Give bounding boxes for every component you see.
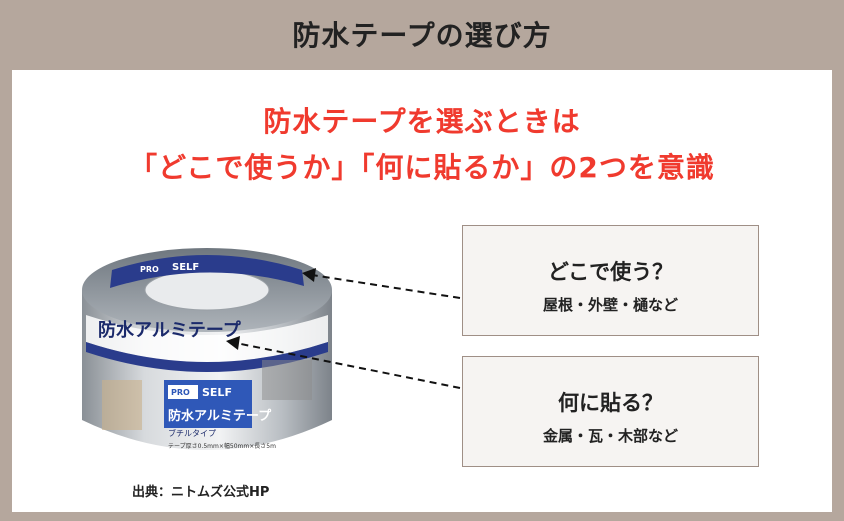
product-name-upper: 防水アルミテープ	[98, 319, 242, 341]
page-title: 防水テープの選び方	[292, 19, 552, 52]
box-sub-where: 屋根・外壁・樋など	[542, 296, 678, 314]
header-bar: 防水テープの選び方	[0, 0, 844, 68]
product-name-lower: 防水アルミテープ	[168, 408, 272, 424]
brand-logo: Nitto	[252, 235, 277, 245]
box-title-what: 何に貼る？	[558, 391, 663, 415]
tape-product-image: Nitto PRO SELF 防水アルミテープ PRO SELF 防水アルミテー…	[82, 235, 332, 450]
svg-text:PRO: PRO	[140, 265, 159, 274]
source-credit: 出典：ニトムズ公式HP	[132, 485, 270, 500]
content-panel: 防水テープを選ぶときは 「どこで使うか」「何に貼るか」の2つを意識	[12, 70, 832, 512]
svg-text:PRO: PRO	[171, 388, 190, 397]
box-sub-what: 金属・瓦・木部など	[542, 427, 678, 445]
svg-text:テープ厚さ0.5mm×幅50mm×長さ5m: テープ厚さ0.5mm×幅50mm×長さ5m	[168, 442, 276, 450]
svg-text:ブチルタイプ: ブチルタイプ	[168, 428, 216, 438]
question-box-where: どこで使う？ 屋根・外壁・樋など	[462, 225, 759, 336]
box-title-where: どこで使う？	[547, 260, 674, 284]
question-box-what: 何に貼る？ 金属・瓦・木部など	[462, 356, 759, 467]
svg-text:SELF: SELF	[202, 386, 232, 399]
svg-text:SELF: SELF	[172, 262, 199, 273]
headline-line-1: 防水テープを選ぶときは	[263, 105, 581, 138]
headline-line-2: 「どこで使うか」「何に貼るか」の2つを意識	[129, 151, 715, 184]
